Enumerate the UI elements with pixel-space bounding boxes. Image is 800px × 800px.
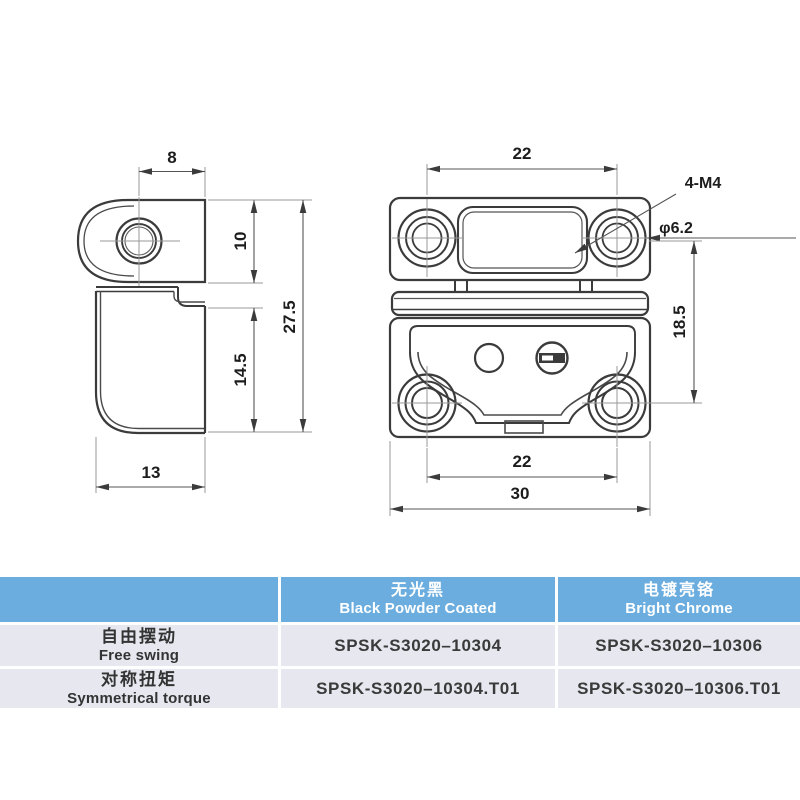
front-view: 22 4-M4 φ6.2 18.5 22 30	[388, 144, 796, 516]
header-bright-chrome-zh: 电镀亮铬	[642, 581, 715, 599]
dim-pin-offset: 8	[167, 148, 176, 167]
technical-drawing: 8 10 14.5 27.5 13	[76, 144, 796, 516]
dim-hole-pitch-top: 22	[513, 144, 532, 163]
part-number: SPSK-S3020–10304.T01	[316, 678, 520, 698]
row-label-symmetrical-torque: 对称扭矩 Symmetrical torque	[0, 669, 278, 708]
dim-total-width: 30	[511, 484, 530, 503]
thread-callout: 4-M4	[685, 175, 722, 192]
top-left-hole	[392, 199, 462, 277]
cell-symmetrical-torque-chrome: SPSK-S3020–10306.T01	[558, 669, 800, 708]
spec-table: 无光黑 Black Powder Coated 电镀亮铬 Bright Chro…	[0, 577, 800, 708]
bottom-right-hole	[582, 366, 652, 447]
side-view: 8 10 14.5 27.5 13	[76, 148, 312, 493]
dim-lower-height: 14.5	[231, 353, 250, 386]
slotted-screw	[535, 341, 569, 375]
dim-total-height: 27.5	[280, 300, 299, 333]
header-black-powder-zh: 无光黑	[390, 581, 445, 599]
cell-symmetrical-torque-black: SPSK-S3020–10304.T01	[281, 669, 555, 708]
header-bright-chrome-en: Bright Chrome	[625, 600, 733, 618]
top-right-hole	[582, 199, 652, 277]
row-label-symmetrical-torque-zh: 对称扭矩	[101, 670, 177, 690]
pivot-hole	[473, 342, 505, 374]
part-number: SPSK-S3020–10306	[595, 635, 763, 655]
dim-hole-pitch-bottom: 22	[513, 452, 532, 471]
cell-free-swing-chrome: SPSK-S3020–10306	[558, 625, 800, 666]
row-label-free-swing-en: Free swing	[98, 646, 180, 664]
hole-diameter-callout: φ6.2	[659, 220, 693, 237]
header-black-powder-coated: 无光黑 Black Powder Coated	[281, 577, 555, 622]
cell-free-swing-black: SPSK-S3020–10304	[281, 625, 555, 666]
header-corner-cell	[0, 577, 278, 622]
bottom-left-hole	[392, 366, 462, 447]
row-label-free-swing: 自由摆动 Free swing	[0, 625, 278, 666]
row-label-free-swing-zh: 自由摆动	[101, 627, 177, 647]
dim-upper-height: 10	[231, 232, 250, 251]
header-bright-chrome: 电镀亮铬 Bright Chrome	[558, 577, 800, 622]
part-number: SPSK-S3020–10306.T01	[577, 678, 781, 698]
header-black-powder-en: Black Powder Coated	[339, 600, 497, 618]
dim-bottom-width: 13	[142, 463, 161, 482]
dim-hole-pitch-vertical: 18.5	[670, 305, 689, 338]
row-label-symmetrical-torque-en: Symmetrical torque	[67, 689, 211, 707]
part-number: SPSK-S3020–10304	[334, 635, 502, 655]
